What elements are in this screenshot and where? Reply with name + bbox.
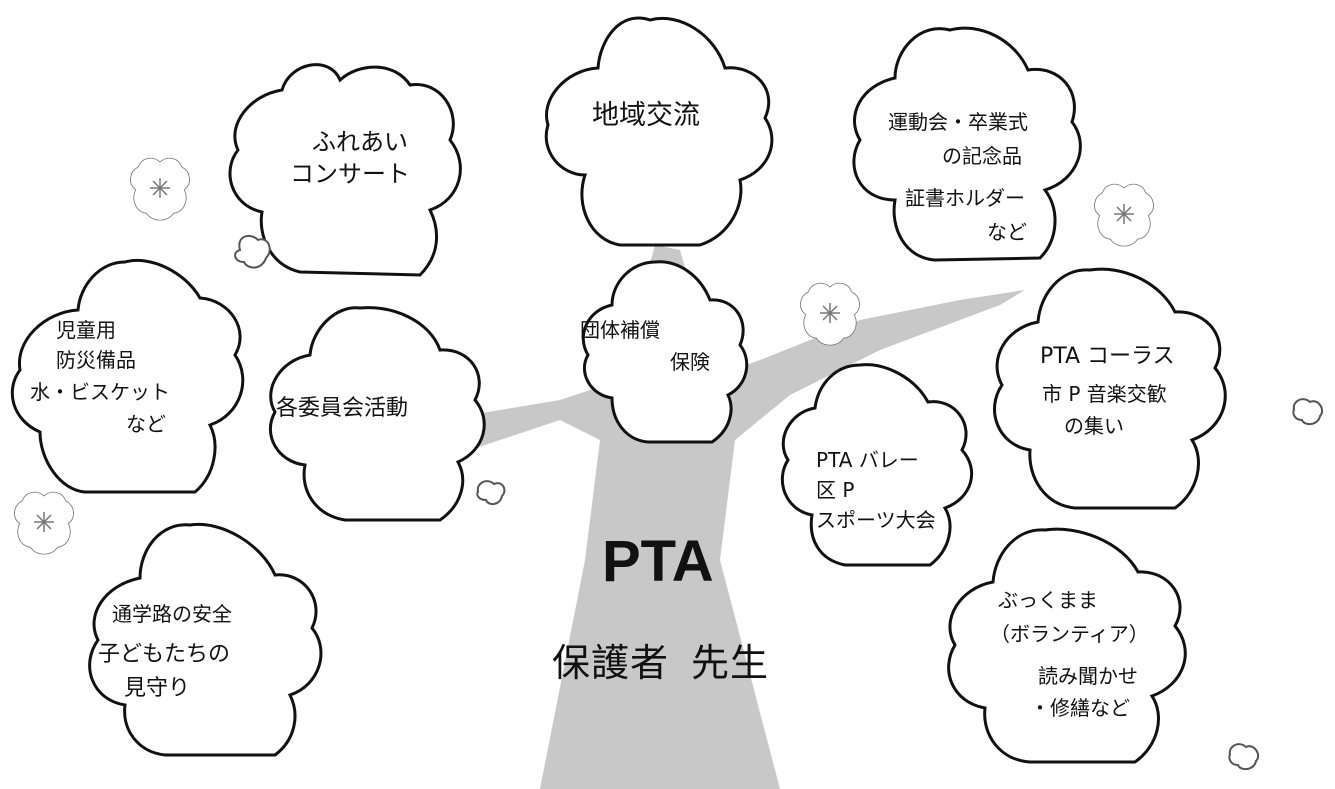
member-parents: 保護者 xyxy=(552,641,670,685)
petal-icon xyxy=(1292,398,1324,426)
member-teachers: 先生 xyxy=(691,641,770,685)
tree-silhouette xyxy=(410,245,1025,789)
flower-chorus-line-2: 市 P 音楽交歓 xyxy=(1042,382,1167,406)
flower-jidou-line-3: 水・ビスケット xyxy=(30,380,170,404)
flower-tsuugaku-line-3: 見守り xyxy=(124,676,191,701)
flower-tsuugaku-outline xyxy=(88,522,323,757)
flower-fureai-line-1: ふれあい xyxy=(312,128,408,156)
center-title: PTA xyxy=(602,529,714,594)
petal-icon xyxy=(476,480,506,506)
flower-dantai-line-2: 保険 xyxy=(670,350,710,374)
flower-undoukai-line-4: など xyxy=(987,220,1027,244)
flower-chiiki-line-1: 地域交流 xyxy=(592,100,700,131)
flower-chiiki-outline xyxy=(544,16,774,247)
flower-bukku-outline xyxy=(947,527,1187,764)
flower-chorus-line-3: の集い xyxy=(1064,414,1124,438)
flower-undoukai-outline xyxy=(852,26,1082,262)
flower-fureai-line-2: コンサート xyxy=(290,160,410,188)
flower-jidou-line-4: など xyxy=(126,412,166,436)
flower-chorus-line-1: PTA コーラス xyxy=(1040,344,1175,369)
flower-volley-line-2: 区 P xyxy=(816,478,855,502)
petal-icon xyxy=(1228,743,1260,771)
flower-iinkai-outline xyxy=(269,306,486,522)
flower-outlines xyxy=(10,16,1227,764)
flower-undoukai-line-3: 証書ホルダー xyxy=(905,186,1025,210)
flower-volley-outline xyxy=(780,363,974,567)
flower-undoukai-line-2: の記念品 xyxy=(942,144,1022,168)
flower-volley-line-3: スポーツ大会 xyxy=(816,508,936,532)
sakura-centers xyxy=(34,178,1134,532)
flower-volley-line-1: PTA バレー xyxy=(816,448,919,472)
flower-jidou-line-1: 児童用 xyxy=(56,318,116,342)
falling-petals xyxy=(234,234,1324,771)
flower-dantai-outline xyxy=(581,260,749,444)
flower-chorus-outline xyxy=(993,267,1227,510)
flower-iinkai-line-1: 各委員会活動 xyxy=(276,396,409,421)
center-members: 保護者先生 xyxy=(552,632,791,687)
flower-bukku-line-4: ・修繕など xyxy=(1030,696,1130,720)
flower-tsuugaku-line-1: 通学路の安全 xyxy=(112,602,232,626)
flower-jidou-line-2: 防災備品 xyxy=(56,348,136,372)
flower-bukku-line-1: ぶっくまま xyxy=(998,588,1098,612)
flower-bukku-line-3: 読み聞かせ xyxy=(1038,664,1138,688)
flower-fureai-outline xyxy=(228,63,462,277)
flower-bukku-line-2: （ボランティア） xyxy=(990,622,1149,646)
flower-undoukai-line-1: 運動会・卒業式 xyxy=(888,110,1028,134)
flower-jidou-outline xyxy=(10,259,245,494)
flower-dantai-line-1: 団体補償 xyxy=(580,318,660,342)
flower-tsuugaku-line-2: 子どもたちの xyxy=(98,642,231,667)
petal-icon xyxy=(234,234,271,269)
